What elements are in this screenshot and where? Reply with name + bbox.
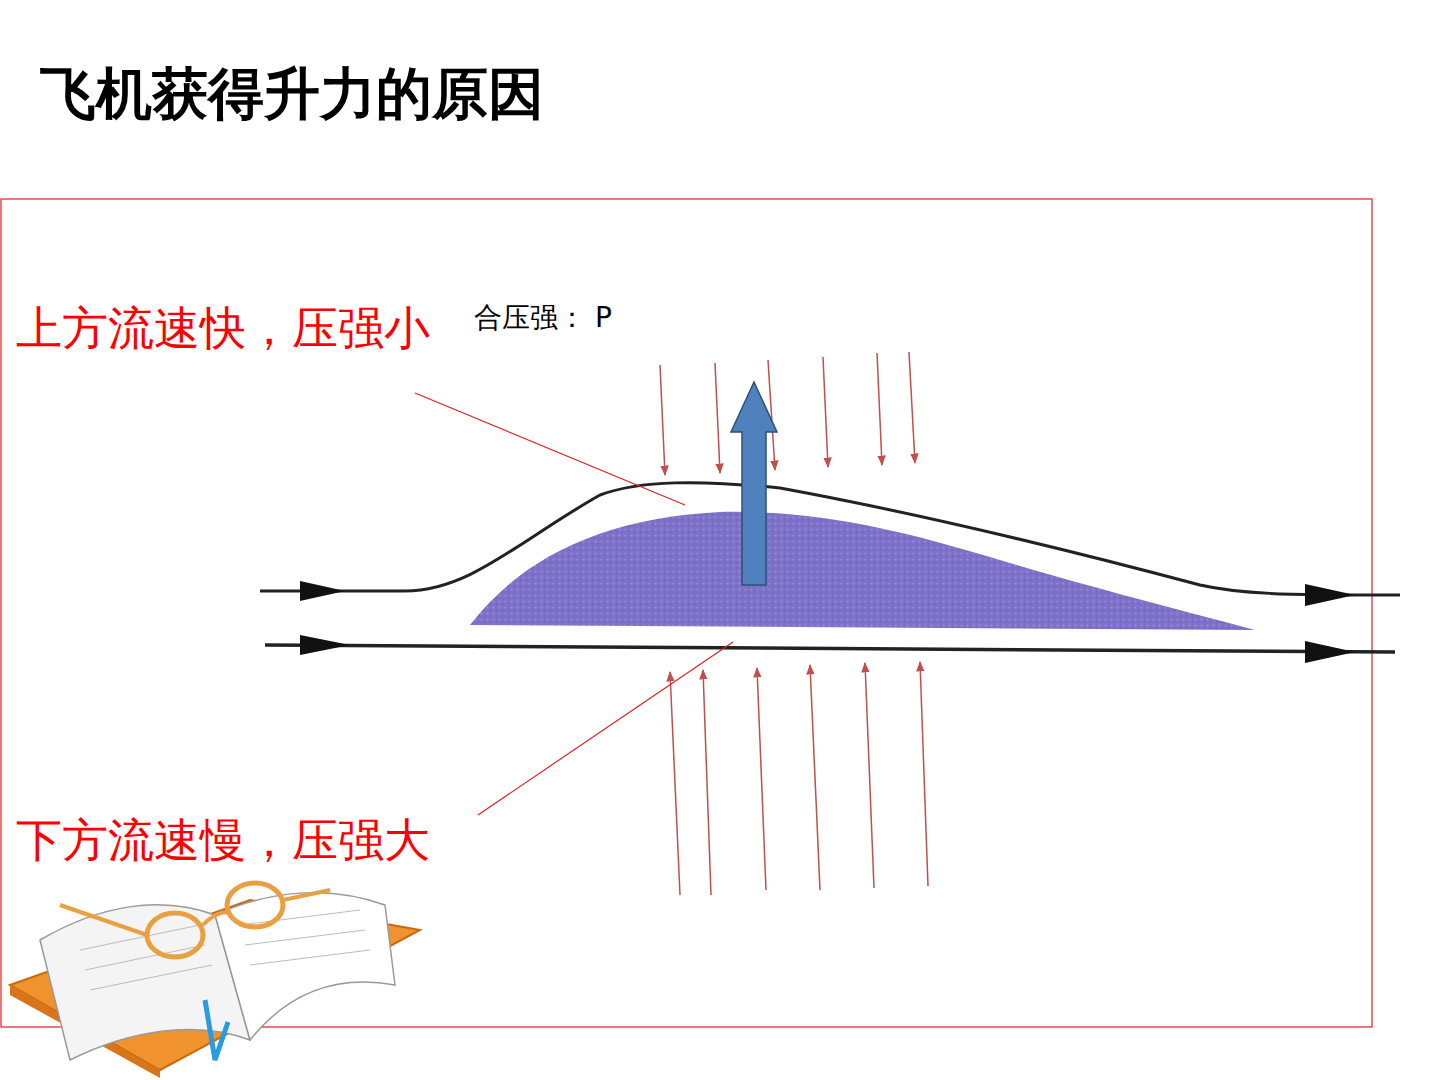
bottom-flow-label: 下方流速慢，压强大 [16, 814, 430, 867]
airfoil [470, 512, 1255, 630]
pressure-arrows-bottom [670, 662, 928, 895]
lower-streamline [265, 645, 1395, 652]
book-icon [10, 883, 420, 1078]
leader-line [478, 642, 733, 815]
leader-line [415, 393, 685, 505]
flow-arrowheads [300, 581, 1355, 663]
pressure-label: 合压强： P [474, 302, 612, 334]
title: 飞机获得升力的原因 [40, 62, 544, 126]
lift-arrow [731, 382, 777, 585]
upper-streamline [260, 483, 1400, 595]
pressure-arrows-top [660, 352, 915, 475]
top-flow-label: 上方流速快，压强小 [16, 302, 430, 355]
frame [1, 199, 1372, 1027]
